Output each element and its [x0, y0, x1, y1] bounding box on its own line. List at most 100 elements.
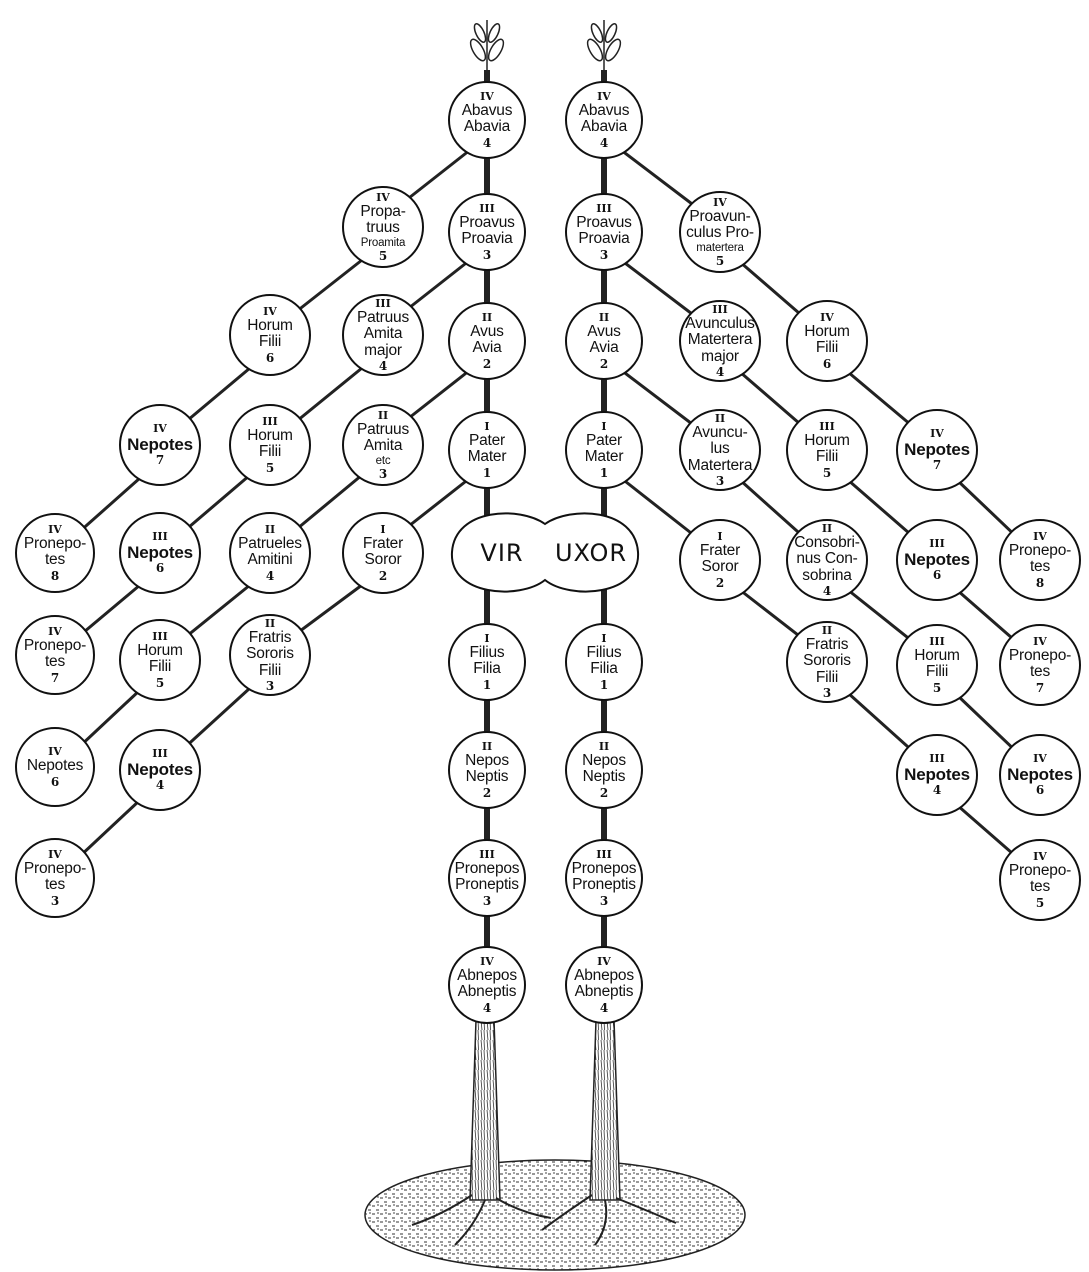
degree-number: 4 [483, 1002, 491, 1015]
degree-number: 5 [266, 462, 274, 475]
node-r-pronepotes7: IVPronepo-tes7 [999, 624, 1081, 706]
degree-numeral: II [378, 410, 388, 422]
degree-number: 8 [1036, 577, 1044, 590]
relation-label: Amita [364, 438, 403, 454]
degree-number: 1 [483, 467, 491, 480]
degree-number: 4 [933, 784, 941, 797]
relation-label: Proneptis [455, 877, 519, 893]
node-l-nepotes7: IVNepotes7 [119, 404, 201, 486]
node-r-frater: IFraterSoror2 [679, 519, 761, 601]
degree-number: 4 [600, 137, 608, 150]
relation-label: Avunculus [685, 316, 754, 332]
degree-number: 2 [379, 570, 387, 583]
relation-label: Filius [470, 645, 505, 661]
degree-number: 3 [823, 687, 831, 700]
relation-label: matertera [696, 242, 743, 254]
node-l-patruus: IIPatruusAmitaetc3 [342, 404, 424, 486]
sprig-left-top [468, 20, 507, 75]
degree-number: 7 [156, 454, 164, 467]
relation-label: Frater [700, 543, 740, 559]
relation-label: lus [710, 441, 729, 457]
relation-label: Pronepo- [1009, 648, 1071, 664]
degree-numeral: IV [376, 192, 390, 204]
relation-label: culus Pro- [686, 225, 754, 241]
degree-numeral: III [262, 416, 277, 428]
relation-label: Filius [587, 645, 622, 661]
degree-numeral: II [599, 312, 609, 324]
relation-label: Abnepos [457, 968, 517, 984]
node-l-abavus: IVAbavusAbavia4 [448, 81, 526, 159]
relation-label: Pronepo- [24, 638, 86, 654]
relation-label: sobrina [802, 568, 851, 584]
relation-label: Nepotes [127, 761, 193, 779]
vir-label: VIR [462, 535, 542, 571]
node-l-fratris: IIFratrisSororisFilii3 [229, 614, 311, 696]
degree-number: 4 [379, 360, 387, 373]
degree-number: 2 [600, 358, 608, 371]
relation-label: Mater [468, 449, 507, 465]
relation-label: Mater [585, 449, 624, 465]
relation-label: Pronepo- [24, 536, 86, 552]
relation-label: Filii [816, 449, 838, 465]
degree-number: 7 [933, 459, 941, 472]
degree-number: 3 [483, 249, 491, 262]
relation-label: Filii [259, 444, 281, 460]
relation-label: Pronepo- [1009, 863, 1071, 879]
node-r-proavunculus: IVProavun-culus Pro-matertera5 [679, 191, 761, 273]
relation-label: Horum [137, 643, 183, 659]
degree-numeral: IV [48, 626, 62, 638]
degree-numeral: IV [820, 312, 834, 324]
relation-label: tes [45, 877, 65, 893]
degree-numeral: II [482, 312, 492, 324]
degree-numeral: III [479, 849, 494, 861]
relation-label: Amitini [247, 552, 292, 568]
relation-label: Proavun- [689, 209, 750, 225]
degree-numeral: IV [153, 423, 167, 435]
degree-numeral: III [712, 304, 727, 316]
node-l-nepotes6b: IVNepotes6 [15, 727, 95, 807]
degree-number: 3 [379, 468, 387, 481]
relation-label: Nepos [465, 753, 509, 769]
relation-label: Avus [470, 324, 503, 340]
degree-numeral: III [479, 203, 494, 215]
degree-numeral: III [152, 631, 167, 643]
relation-label: Proavus [576, 215, 631, 231]
relation-label: tes [45, 552, 65, 568]
node-l-horum5a: IIIHorumFilii5 [229, 404, 311, 486]
relation-label: Abavia [581, 119, 627, 135]
degree-numeral: III [929, 538, 944, 550]
uxor-label: UXOR [548, 535, 634, 571]
relation-label: Nepotes [1007, 766, 1073, 784]
relation-label: Avuncu- [692, 425, 747, 441]
degree-numeral: I [380, 524, 385, 536]
relation-label: Avus [587, 324, 620, 340]
degree-number: 5 [933, 682, 941, 695]
degree-numeral: IV [597, 91, 611, 103]
relation-label: major [364, 343, 402, 359]
degree-numeral: III [152, 531, 167, 543]
relation-label: Horum [914, 648, 960, 664]
relation-label: Filii [926, 664, 948, 680]
degree-number: 2 [600, 787, 608, 800]
degree-numeral: II [822, 523, 832, 535]
degree-number: 5 [716, 255, 724, 268]
relation-label: Pronepos [572, 861, 637, 877]
relation-label: Proneptis [572, 877, 636, 893]
degree-number: 3 [600, 895, 608, 908]
degree-number: 1 [483, 679, 491, 692]
node-l-pronepotes8: IVPronepo-tes8 [15, 513, 95, 593]
relation-label: Frater [363, 536, 403, 552]
degree-number: 5 [156, 677, 164, 690]
node-r-nepos: IINeposNeptis2 [565, 731, 643, 809]
relation-label: tes [1030, 879, 1050, 895]
node-l-pronepotes3: IVPronepo-tes3 [15, 838, 95, 918]
